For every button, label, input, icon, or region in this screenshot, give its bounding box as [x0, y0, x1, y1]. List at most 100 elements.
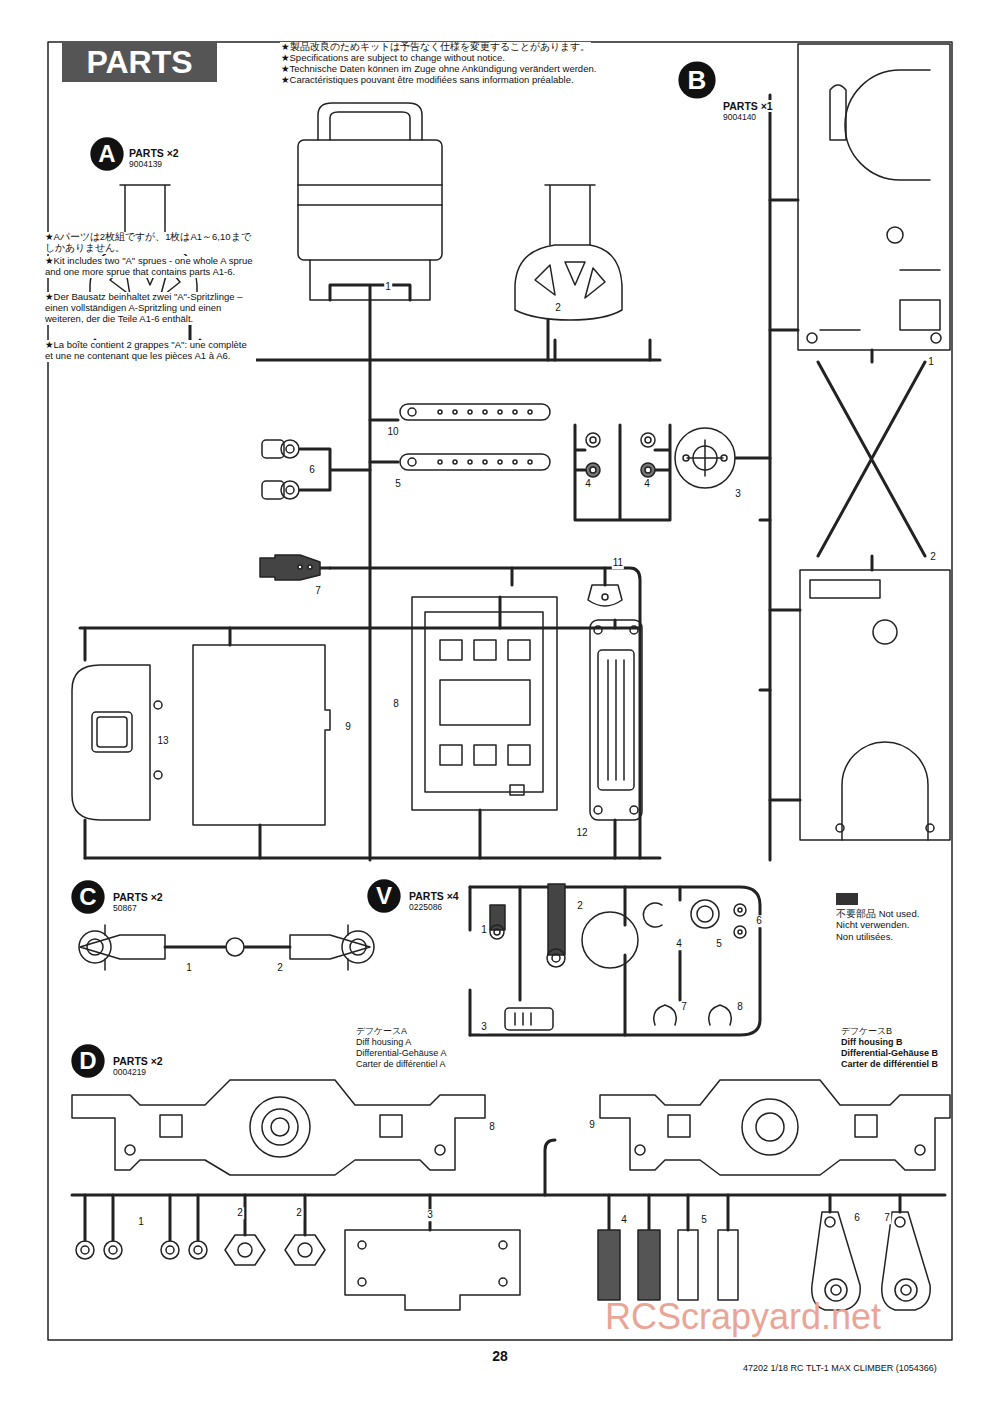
sprue-letter: A [98, 142, 115, 166]
part-a1 [298, 185, 442, 205]
sprue-runner [871, 350, 874, 570]
sprue-letter-circle: B [678, 61, 716, 99]
part-a12 [608, 660, 624, 780]
part-a11 [588, 585, 622, 606]
part-a5 [498, 460, 502, 464]
note-text: デフケースA [355, 1026, 408, 1036]
callout-number: 2 [554, 302, 562, 314]
diff-housing-b [600, 1080, 950, 1175]
part-b1 [931, 333, 941, 343]
part-a5 [453, 460, 457, 464]
part-a13 [92, 712, 132, 752]
part-a5 [400, 454, 550, 470]
diff-housing-a [72, 1080, 485, 1175]
note-text: ★Kit includes two "A" sprues - one whole… [44, 256, 256, 278]
note-text: ★La boîte contient 2 grappes "A": une co… [44, 340, 256, 362]
note-text: Carter de différentiel B [840, 1059, 939, 1069]
sprue-runner [545, 1140, 555, 1195]
circle-outline [71, 1044, 104, 1077]
part-b3 [721, 455, 727, 461]
part-a12 [594, 626, 602, 634]
note-text: Diff housing A [355, 1037, 412, 1047]
part-d [718, 1230, 738, 1300]
part-a6 [281, 481, 299, 499]
part-a4 [590, 437, 596, 443]
note-text: ★Caractéristiques pouvant être modifiées… [280, 75, 575, 86]
diff-housing-a [125, 1145, 135, 1155]
callout-number: 6 [853, 1212, 861, 1224]
sprue-runner [330, 568, 640, 858]
part-c [87, 939, 103, 955]
part-a6 [286, 486, 294, 494]
note-text: 47202 1/18 RC TLT-1 MAX CLIMBER (1054366… [742, 1363, 938, 1373]
part-d [895, 1217, 905, 1227]
note-text: ★製品改良のためキットは予告なく仕様を変更することがあります。 [280, 42, 591, 53]
note-text: PARTS ×2 [112, 891, 164, 903]
part-d [825, 1217, 835, 1227]
part-a2 [515, 245, 622, 320]
part-a8 [474, 745, 496, 765]
diff-housing-b [756, 1113, 784, 1141]
note-text: デフケースB [840, 1026, 893, 1036]
section-heading: PARTS [86, 46, 192, 78]
part-a5 [408, 458, 416, 466]
circle-outline [90, 137, 123, 170]
part-b1 [807, 333, 817, 343]
sprue-letter: D [79, 1049, 96, 1073]
diff-housing-b [600, 1080, 950, 1175]
callout-number: 1 [927, 356, 935, 368]
part-d [499, 1278, 507, 1286]
note-text: ★Specifications are subject to change wi… [280, 53, 506, 64]
sprue-runner [470, 887, 760, 1035]
callout-number: 4 [620, 1214, 628, 1226]
part-d [189, 1241, 207, 1259]
callout-number: 12 [575, 827, 588, 839]
part-a1 [298, 140, 442, 260]
part-v [734, 904, 746, 916]
sprue-letter-circle: C [71, 880, 105, 914]
part-b1 [887, 227, 903, 243]
part-c [290, 935, 370, 959]
part-d [76, 1241, 94, 1259]
note-text: 9004140 [722, 113, 757, 123]
note-text: 9004139 [128, 160, 163, 170]
sprue-runner [512, 568, 605, 585]
sprue-runner [84, 628, 87, 858]
part-c [165, 946, 290, 949]
part-d [882, 1212, 930, 1310]
callout-number: 10 [386, 426, 399, 438]
part-a8 [508, 745, 530, 765]
callout-number: 28 [491, 1348, 509, 1364]
part-v [738, 908, 742, 912]
part-a4 [590, 467, 596, 473]
part-a8 [412, 597, 557, 810]
part-a10 [498, 410, 502, 414]
part-a6 [286, 445, 294, 453]
sprue-letter-circle: A [90, 137, 124, 171]
part-a4 [586, 433, 655, 477]
part-a2 [545, 185, 595, 245]
diff-housing-a [271, 1118, 289, 1136]
sprue-runner [818, 362, 925, 556]
part-a13 [154, 771, 162, 779]
part-a10 [468, 410, 472, 414]
part-a11 [588, 585, 622, 606]
part-d [598, 1230, 620, 1300]
part-a13 [97, 717, 127, 747]
note-text: PARTS ×2 [112, 1055, 164, 1067]
sprue-runner [520, 887, 680, 1035]
callout-number: 2 [929, 551, 937, 563]
part-v [654, 1005, 677, 1025]
part-a12 [598, 650, 634, 790]
diff-housing-b [635, 1145, 645, 1155]
part-d [104, 1241, 122, 1259]
part-b1 [798, 44, 950, 350]
part-v [490, 884, 746, 1030]
part-d [76, 1212, 930, 1310]
part-a10 [400, 404, 550, 420]
sprue-runner [769, 95, 772, 860]
part-v [490, 925, 504, 939]
sprue-letter-circle: V [367, 879, 401, 913]
sprue-letter: C [79, 885, 96, 909]
